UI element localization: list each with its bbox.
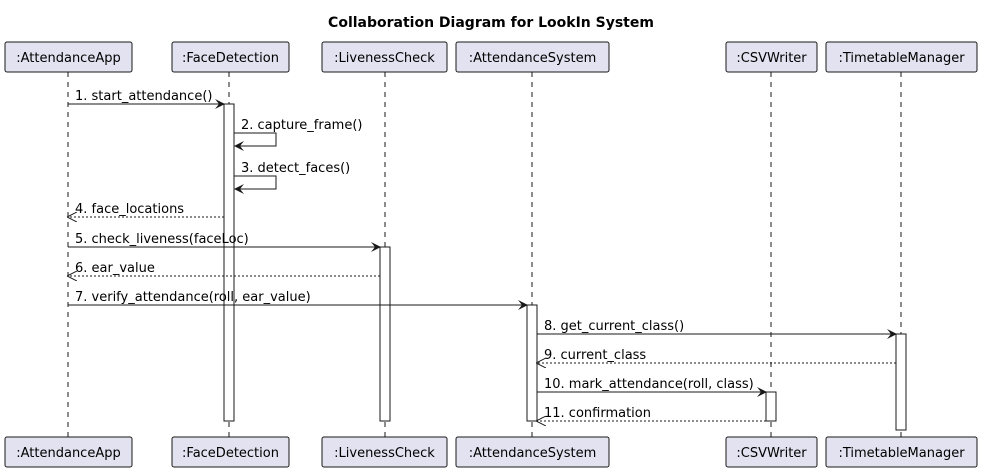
message-label: 4. face_locations [75, 202, 184, 217]
participant-label: :AttendanceSystem [469, 51, 597, 66]
participant-label: :LivenessCheck [334, 51, 435, 66]
participant-box [4, 436, 133, 468]
participant-live-top: :LivenessCheck [321, 41, 448, 73]
message-label: 6. ear_value [75, 261, 155, 276]
message-7: 7. verify_attendance(roll, ear_value) [68, 290, 528, 310]
participant-box [171, 436, 290, 468]
message-label: 8. get_current_class() [544, 319, 684, 334]
message-label: 10. mark_attendance(roll, class) [544, 377, 754, 392]
participant-label: :FaceDetection [182, 51, 279, 66]
participant-box [321, 41, 448, 73]
message-9: 9. current_class [537, 348, 896, 363]
message-5: 5. check_liveness(faceLoc) [68, 232, 381, 252]
participant-box [825, 41, 978, 73]
message-label: 11. confirmation [544, 406, 651, 421]
activation-bar-csv [765, 391, 777, 422]
participant-box [725, 436, 818, 468]
participant-box [455, 41, 610, 73]
message-1: 1. start_attendance() [68, 89, 225, 109]
activation-bar-sys [526, 304, 538, 422]
message-4: 4. face_locations [68, 202, 224, 217]
participant-label: :FaceDetection [182, 446, 279, 461]
participant-sys-top: :AttendanceSystem [455, 41, 610, 73]
participant-sys-bottom: :AttendanceSystem [455, 436, 610, 468]
participant-label: :TimetableManager [838, 446, 965, 461]
participant-box [725, 41, 818, 73]
message-label: 7. verify_attendance(roll, ear_value) [75, 290, 311, 305]
participant-app-bottom: :AttendanceApp [4, 436, 133, 468]
participant-label: :LivenessCheck [334, 446, 435, 461]
participant-csv-top: :CSVWriter [725, 41, 818, 73]
participant-face-top: :FaceDetection [171, 41, 290, 73]
activation-bar-tt [895, 333, 907, 431]
message-2: 2. capture_frame() [234, 118, 363, 151]
participant-label: :CSVWriter [736, 51, 807, 66]
participant-face-bottom: :FaceDetection [171, 436, 290, 468]
participant-live-bottom: :LivenessCheck [321, 436, 448, 468]
message-arrow [234, 175, 277, 194]
participant-label: :AttendanceSystem [469, 446, 597, 461]
message-11: 11. confirmation [537, 406, 766, 421]
participant-csv-bottom: :CSVWriter [725, 436, 818, 468]
message-label: 9. current_class [544, 348, 646, 363]
message-label: 5. check_liveness(faceLoc) [75, 232, 249, 247]
participant-box [4, 41, 133, 73]
participant-tt-top: :TimetableManager [825, 41, 978, 73]
message-8: 8. get_current_class() [537, 319, 897, 339]
activation-bar-face [223, 103, 235, 422]
message-label: 1. start_attendance() [75, 89, 212, 104]
participant-label: :AttendanceApp [16, 446, 120, 461]
participant-label: :TimetableManager [838, 51, 965, 66]
participant-tt-bottom: :TimetableManager [825, 436, 978, 468]
message-10: 10. mark_attendance(roll, class) [537, 377, 767, 397]
message-label: 3. detect_faces() [241, 161, 350, 176]
participant-label: :AttendanceApp [16, 51, 120, 66]
message-arrow [234, 132, 277, 151]
diagram-title: Collaboration Diagram for LookIn System [328, 15, 654, 31]
activation-bar-live [379, 246, 391, 422]
message-label: 2. capture_frame() [241, 118, 363, 133]
participant-label: :CSVWriter [736, 446, 807, 461]
participant-box [825, 436, 978, 468]
participant-box [321, 436, 448, 468]
message-3: 3. detect_faces() [234, 161, 350, 194]
message-6: 6. ear_value [68, 261, 380, 276]
participant-box [171, 41, 290, 73]
participant-box [455, 436, 610, 468]
participant-app-top: :AttendanceApp [4, 41, 133, 73]
